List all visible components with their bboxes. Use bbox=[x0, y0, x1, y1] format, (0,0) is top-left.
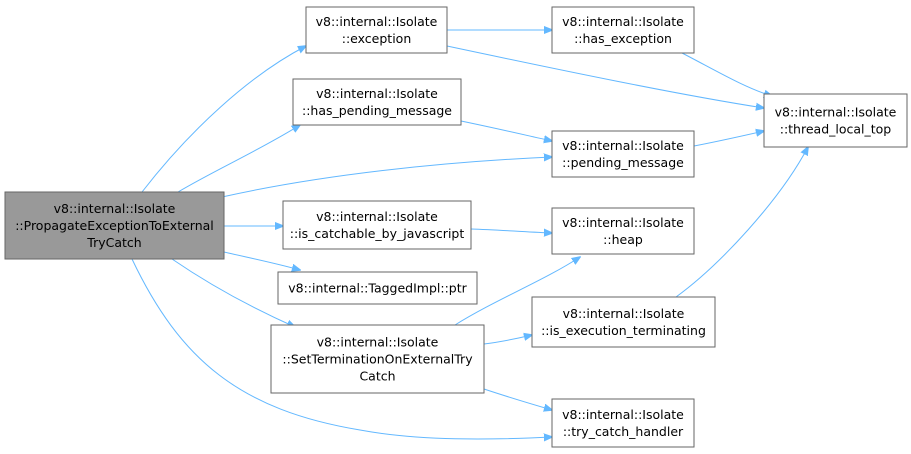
edges bbox=[131, 30, 808, 439]
node-is-execution-terminating[interactable]: v8::internal::Isolate::is_execution_term… bbox=[531, 296, 716, 348]
node-label: TryCatch bbox=[86, 235, 141, 250]
node-propagate-exception-to-external-try-catch[interactable]: v8::internal::Isolate::PropagateExceptio… bbox=[4, 191, 225, 260]
node-thread-local-top[interactable]: v8::internal::Isolate::thread_local_top bbox=[763, 93, 908, 148]
node-label: ::has_exception bbox=[574, 31, 672, 46]
node-label: ::SetTerminationOnExternalTry bbox=[282, 352, 473, 367]
node-pending-message[interactable]: v8::internal::Isolate::pending_message bbox=[551, 130, 695, 178]
node-label: v8::internal::Isolate bbox=[775, 105, 897, 120]
edge-exception-to-thread-local-top bbox=[446, 45, 764, 108]
node-box bbox=[763, 93, 908, 148]
node-box bbox=[551, 398, 695, 448]
node-heap[interactable]: v8::internal::Isolate::heap bbox=[551, 207, 695, 255]
node-label: v8::internal::Isolate bbox=[563, 306, 685, 321]
node-label: v8::internal::Isolate bbox=[562, 407, 684, 422]
edge-pending-message-to-thread-local-top bbox=[693, 131, 764, 147]
edge-propagate-to-has-pending-message bbox=[177, 125, 300, 193]
node-label: v8::internal::Isolate bbox=[562, 14, 684, 29]
node-label: ::try_catch_handler bbox=[563, 424, 684, 439]
edge-set-termination-to-try-catch-handler bbox=[483, 388, 552, 410]
edge-has-exception-to-thread-local-top bbox=[681, 52, 772, 96]
node-label: ::is_execution_terminating bbox=[541, 323, 706, 338]
node-label: ::pending_message bbox=[562, 155, 684, 170]
edge-has-pending-message-to-pending-message bbox=[460, 120, 552, 141]
node-try-catch-handler[interactable]: v8::internal::Isolate::try_catch_handler bbox=[551, 398, 695, 448]
node-box bbox=[270, 324, 485, 394]
node-label: Catch bbox=[359, 369, 395, 384]
node-label: v8::internal::Isolate bbox=[316, 14, 438, 29]
node-is-catchable-by-javascript[interactable]: v8::internal::Isolate::is_catchable_by_j… bbox=[282, 200, 472, 250]
node-label: v8::internal::Isolate bbox=[316, 86, 438, 101]
edge-set-termination-to-is-exec-term bbox=[483, 335, 532, 345]
node-set-termination-on-external-try-catch[interactable]: v8::internal::Isolate::SetTerminationOnE… bbox=[270, 324, 485, 394]
node-has-pending-message[interactable]: v8::internal::Isolate::has_pending_messa… bbox=[292, 78, 462, 126]
edge-propagate-to-try-catch-handler bbox=[131, 258, 552, 439]
node-box bbox=[305, 6, 448, 54]
node-label: v8::internal::Isolate bbox=[562, 215, 684, 230]
node-box bbox=[4, 191, 225, 260]
node-box bbox=[551, 207, 695, 255]
node-box bbox=[282, 200, 472, 250]
edge-propagate-to-exception bbox=[141, 46, 306, 193]
edge-propagate-to-ptr bbox=[223, 251, 300, 270]
node-box bbox=[277, 271, 478, 305]
edge-propagate-to-pending-message bbox=[221, 157, 552, 198]
node-label: ::heap bbox=[603, 232, 643, 247]
node-label: ::is_catchable_by_javascript bbox=[290, 226, 465, 241]
edge-set-termination-to-heap bbox=[454, 257, 580, 326]
node-box bbox=[531, 296, 716, 348]
node-label: v8::internal::Isolate bbox=[54, 201, 176, 216]
node-box bbox=[292, 78, 462, 126]
node-label: ::exception bbox=[342, 31, 412, 46]
node-has-exception[interactable]: v8::internal::Isolate::has_exception bbox=[551, 6, 695, 54]
node-label: ::has_pending_message bbox=[302, 103, 452, 118]
node-label: ::PropagateExceptionToExternal bbox=[15, 218, 214, 233]
edge-is-exec-term-to-thread-local-top bbox=[675, 147, 808, 298]
node-box bbox=[551, 6, 695, 54]
edge-is-catchable-to-heap bbox=[470, 229, 552, 233]
node-label: v8::internal::Isolate bbox=[316, 209, 438, 224]
nodes: v8::internal::Isolate::PropagateExceptio… bbox=[4, 6, 908, 448]
node-label: v8::internal::Isolate bbox=[562, 138, 684, 153]
node-label: ::thread_local_top bbox=[780, 122, 892, 137]
node-box bbox=[551, 130, 695, 178]
node-label: v8::internal::Isolate bbox=[317, 335, 439, 350]
node-label: v8::internal::TaggedImpl::ptr bbox=[288, 281, 467, 296]
node-tagged-impl-ptr[interactable]: v8::internal::TaggedImpl::ptr bbox=[277, 271, 478, 305]
edge-propagate-to-set-termination bbox=[171, 258, 295, 327]
node-exception[interactable]: v8::internal::Isolate::exception bbox=[305, 6, 448, 54]
